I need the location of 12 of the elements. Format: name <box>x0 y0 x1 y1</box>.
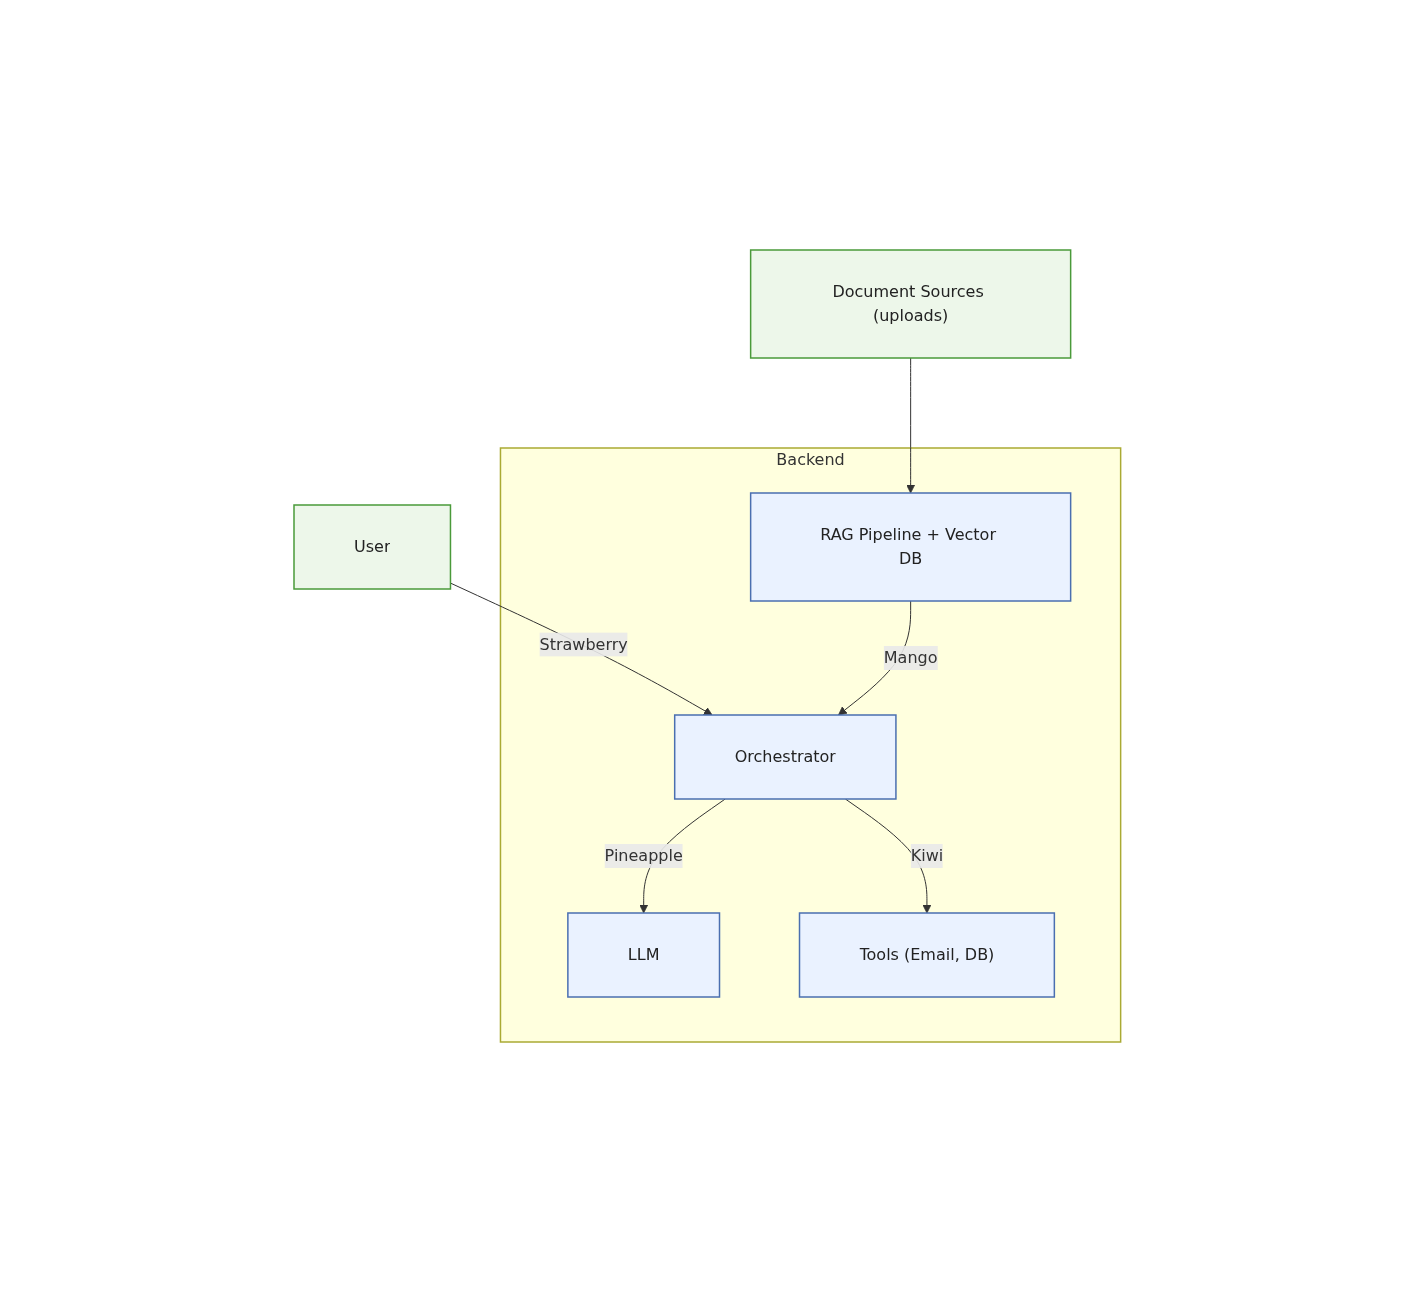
node-box: Orchestrator <box>674 714 897 800</box>
edge-label: Strawberry <box>539 634 628 654</box>
node-box: User <box>293 504 452 590</box>
edge-label: Kiwi <box>910 846 944 865</box>
node-box: LLM <box>567 912 721 998</box>
edge-label: Pineapple <box>604 846 683 865</box>
node-box: RAG Pipeline + Vector DB <box>750 492 1072 602</box>
arrow <box>906 357 916 494</box>
node-box: Document Sources (uploads) <box>750 249 1072 359</box>
node-box: Tools (Email, DB) <box>798 912 1056 998</box>
edge-label: Mango <box>883 648 938 667</box>
arrow <box>450 582 713 716</box>
